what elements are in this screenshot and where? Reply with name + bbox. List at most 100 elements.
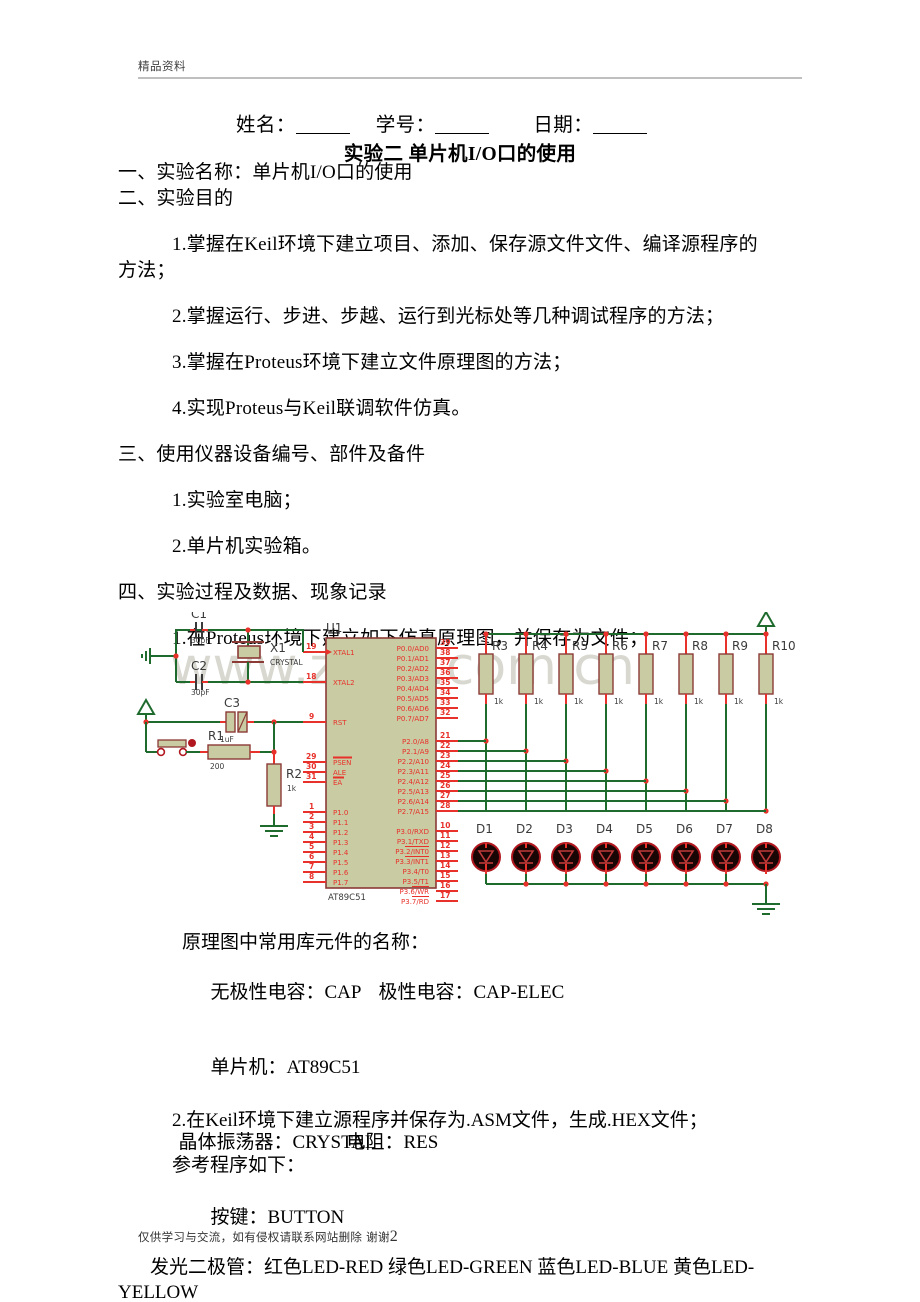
- resistor-r5-ref: R5: [572, 639, 588, 653]
- svg-text:9: 9: [309, 712, 314, 721]
- svg-text:6: 6: [309, 852, 314, 861]
- header-watermark-label: 精品资料: [138, 59, 186, 73]
- document-body: 一、实验名称：单片机I/O口的使用 二、实验目的 1.掌握在Keil环境下建立项…: [118, 160, 818, 652]
- resistor-r1-value: 200: [210, 762, 225, 771]
- led-d6-label: D6: [676, 822, 693, 836]
- capacitor-c3-ref: C3: [224, 696, 240, 710]
- svg-text:34: 34: [440, 688, 450, 697]
- svg-text:1: 1: [309, 802, 314, 811]
- svg-text:P1.1: P1.1: [333, 819, 348, 827]
- svg-text:P0.2/AD2: P0.2/AD2: [397, 665, 429, 673]
- resistor-r10-value: 1k: [774, 697, 784, 706]
- date-blank[interactable]: [593, 133, 648, 134]
- svg-text:P2.5/A13: P2.5/A13: [398, 788, 429, 796]
- body-line: 1.实验室电脑；: [172, 490, 302, 511]
- svg-text:11: 11: [440, 831, 450, 840]
- resistor-r4-ref: R4: [532, 639, 548, 653]
- resistor-r4-value: 1k: [534, 697, 544, 706]
- resistor-r5-value: 1k: [574, 697, 584, 706]
- mcu-ref-label: U1: [326, 621, 342, 635]
- svg-text:P1.7: P1.7: [333, 879, 348, 887]
- resistor-r9-value: 1k: [734, 697, 744, 706]
- svg-text:25: 25: [440, 771, 450, 780]
- svg-text:XTAL1: XTAL1: [333, 649, 355, 657]
- svg-text:P1.6: P1.6: [333, 869, 349, 877]
- svg-text:P0.5/AD5: P0.5/AD5: [397, 695, 429, 703]
- body-line: 一、实验名称：单片机I/O口的使用: [118, 162, 413, 183]
- svg-text:10: 10: [440, 821, 450, 830]
- tail-line: 参考程序如下：: [172, 1155, 306, 1176]
- crystal-x1-ref: X1: [270, 641, 286, 655]
- svg-text:12: 12: [440, 841, 450, 850]
- svg-text:PSEN: PSEN: [333, 759, 351, 767]
- header-divider: [138, 77, 802, 79]
- mcu-left-pins: 19 XTAL1 18 XTAL2 9 RST 29 PSEN 30 ALE: [303, 642, 355, 887]
- svg-text:RST: RST: [333, 719, 347, 727]
- body-line: 四、实验过程及数据、现象记录: [118, 582, 387, 603]
- svg-text:24: 24: [440, 761, 450, 770]
- svg-text:23: 23: [440, 751, 450, 760]
- body-line: 方法；: [118, 260, 176, 281]
- body-line: 4.实现Proteus与Keil联调软件仿真。: [172, 398, 471, 419]
- svg-text:P0.6/AD6: P0.6/AD6: [397, 705, 430, 713]
- reset-network: C3 1uF R1 200: [136, 696, 303, 837]
- svg-text:19: 19: [306, 642, 316, 651]
- svg-text:P2.3/A11: P2.3/A11: [398, 768, 429, 776]
- complist-right: 极性电容：CAP-ELEC: [378, 982, 565, 1003]
- tail-line: 2.在Keil环境下建立源程序并保存为.ASM文件，生成.HEX文件；: [172, 1110, 708, 1131]
- resistor-r6-ref: R6: [612, 639, 628, 653]
- name-label: 姓名：: [236, 115, 296, 136]
- circuit-schematic: .wire { stroke:#1f6b2e; stroke-width:2; …: [128, 612, 828, 930]
- svg-text:P2.1/A9: P2.1/A9: [402, 748, 429, 756]
- svg-text:P3.3/INT1: P3.3/INT1: [395, 858, 429, 866]
- led-row: D1 D2 D3: [471, 822, 781, 915]
- svg-text:XTAL2: XTAL2: [333, 679, 355, 687]
- svg-text:31: 31: [306, 772, 316, 781]
- body-line: 二、实验目的: [118, 188, 234, 209]
- name-blank[interactable]: [295, 133, 350, 134]
- body-line: 2.单片机实验箱。: [172, 536, 322, 557]
- student-info-line: 姓名： 学号： 日期：: [236, 108, 648, 137]
- svg-text:18: 18: [306, 672, 316, 681]
- svg-text:4: 4: [309, 832, 314, 841]
- complist-row: 按键：BUTTON: [150, 1180, 830, 1255]
- svg-text:8: 8: [309, 872, 314, 881]
- document-tail: 2.在Keil环境下建立源程序并保存为.ASM文件，生成.HEX文件； 参考程序…: [118, 1108, 818, 1179]
- svg-text:ALE: ALE: [333, 769, 346, 777]
- student-id-blank[interactable]: [435, 133, 490, 134]
- body-line: 2.掌握运行、步进、步越、运行到光标处等几种调试程序的方法；: [172, 306, 725, 327]
- svg-text:37: 37: [440, 658, 450, 667]
- svg-text:36: 36: [440, 668, 450, 677]
- resistor-r8-value: 1k: [694, 697, 704, 706]
- svg-text:35: 35: [440, 678, 450, 687]
- svg-text:EA: EA: [333, 779, 342, 787]
- svg-text:P2.0/A8: P2.0/A8: [402, 738, 429, 746]
- svg-text:P1.4: P1.4: [333, 849, 349, 857]
- body-line: 3.掌握在Proteus环境下建立文件原理图的方法；: [172, 352, 572, 373]
- complist-right: 电阻：RES: [346, 1132, 439, 1153]
- crystal-network: C1 30pF C2 30pF: [141, 612, 304, 697]
- page-footer: 仅供学习与交流，如有侵权请联系网站删除 谢谢2: [138, 1228, 398, 1246]
- resistor-r8-ref: R8: [692, 639, 708, 653]
- student-id-label: 学号：: [375, 115, 436, 136]
- capacitor-c3-value: 1uF: [220, 735, 234, 744]
- capacitor-c1-value: 30pF: [191, 636, 210, 645]
- date-label: 日期：: [533, 115, 594, 136]
- svg-text:P3.7/RD: P3.7/RD: [401, 898, 429, 906]
- resistor-r2-value: 1k: [287, 784, 297, 793]
- svg-text:P0.7/AD7: P0.7/AD7: [397, 715, 429, 723]
- crystal-x1-value: CRYSTAL: [270, 658, 303, 667]
- svg-text:32: 32: [440, 708, 450, 717]
- complist-led-line-cont: YELLOW: [118, 1282, 199, 1302]
- svg-text:14: 14: [440, 861, 450, 870]
- resistor-r6-value: 1k: [614, 697, 624, 706]
- complist-left: 单片机：AT89C51: [210, 1057, 361, 1078]
- svg-text:P3.4/T0: P3.4/T0: [403, 868, 429, 876]
- svg-text:P3.5/T1: P3.5/T1: [403, 878, 429, 886]
- svg-text:39: 39: [440, 638, 450, 647]
- complist-row: 单片机：AT89C51: [150, 1030, 830, 1105]
